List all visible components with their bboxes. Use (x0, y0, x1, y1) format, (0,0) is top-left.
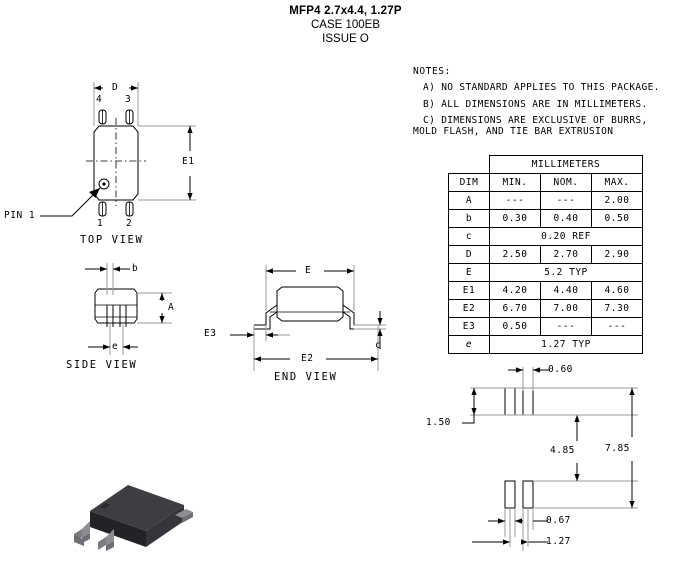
footprint-outer-span-label: 7.85 (605, 443, 630, 454)
side-view-dim-e-label: e (112, 341, 119, 352)
side-view-dim-a-label: A (168, 302, 175, 313)
table-cell-span: 5.2 TYP (489, 263, 643, 282)
table-cell-dim: E2 (448, 299, 490, 318)
table-cell-dim: E1 (448, 281, 490, 300)
table-col-dim: DIM (448, 173, 490, 192)
table-col-max: MAX. (591, 173, 643, 192)
table-cell-dim: c (448, 227, 490, 246)
table-cell-dim: b (448, 209, 490, 228)
table-cell-min: --- (489, 191, 541, 210)
side-view-dim-b-label: b (132, 263, 139, 274)
end-view-dim-e-label: E (305, 265, 312, 276)
case-number: CASE 100EB (310, 19, 381, 31)
table-cell-max: 7.30 (591, 299, 643, 318)
top-view-dim-e1-label: E1 (182, 156, 195, 167)
top-view-label: TOP VIEW (80, 234, 144, 246)
footprint-geometry (462, 367, 638, 551)
end-view-dim-c-label: c (375, 340, 382, 351)
pin-number-3: 3 (125, 94, 132, 105)
table-col-nom: NOM. (540, 173, 592, 192)
table-cell-dim: A (448, 191, 490, 210)
note-b: B) ALL DIMENSIONS ARE IN MILLIMETERS. (423, 98, 648, 110)
footprint-pitch-label: 1.27 (546, 536, 571, 547)
table-cell-dim: E (448, 263, 490, 282)
table-cell-nom: 0.40 (540, 209, 592, 228)
table-cell-min: 2.50 (489, 245, 541, 264)
table-cell-min: 0.50 (489, 317, 541, 336)
table-cell-span: 1.27 TYP (489, 335, 643, 354)
table-header-row-units: MILLIMETERS (449, 155, 643, 174)
top-view-geometry (40, 82, 196, 217)
pin-number-1: 1 (97, 218, 104, 229)
table-row: A------2.00 (448, 191, 643, 210)
note-c-line2: MOLD FLASH, AND TIE BAR EXTRUSION (413, 125, 614, 137)
end-view-drawing: E E2 E3 c END VIEW (200, 255, 400, 395)
note-a: A) NO STANDARD APPLIES TO THIS PACKAGE. (423, 82, 660, 93)
side-view-drawing: b A e SIDE VIEW (40, 255, 220, 380)
footprint-pad-width-label: 0.60 (548, 364, 573, 375)
end-view-geometry (230, 265, 386, 371)
title-block: MFP4 2.7x4.4, 1.27P CASE 100EB ISSUE O (0, 4, 691, 46)
table-cell-nom: 2.70 (540, 245, 592, 264)
top-view-dim-d-label: D (112, 82, 119, 93)
table-cell-nom: --- (540, 317, 592, 336)
table-cell-max: 2.00 (591, 191, 643, 210)
page-title: MFP4 2.7x4.4, 1.27P (289, 5, 402, 17)
table-cell-dim: D (448, 245, 490, 264)
pin-number-2: 2 (126, 218, 133, 229)
table-unit-header: MILLIMETERS (489, 155, 643, 174)
pin1-label: PIN 1 (4, 210, 36, 221)
package-3d-geometry (74, 485, 193, 551)
table-cell-min: 0.30 (489, 209, 541, 228)
table-col-min: MIN. (489, 173, 541, 192)
package-3d-render (60, 455, 200, 551)
table-cell-max: 0.50 (591, 209, 643, 228)
side-view-label: SIDE VIEW (66, 359, 138, 371)
table-cell-nom: 4.40 (540, 281, 592, 300)
top-view-drawing: D E1 PIN 1 4 3 1 2 TOP VIEW (0, 66, 200, 251)
end-view-dim-e2-label: E2 (301, 353, 314, 364)
end-view-label: END VIEW (274, 371, 338, 383)
notes-block: NOTES: A) NO STANDARD APPLIES TO THIS PA… (413, 66, 691, 137)
end-view-dim-e3-label: E3 (204, 328, 217, 339)
table-cell-min: 6.70 (489, 299, 541, 318)
table-cell-max: --- (591, 317, 643, 336)
table-cell-max: 4.60 (591, 281, 643, 300)
table-cell-min: 4.20 (489, 281, 541, 300)
footprint-pad-height-label: 1.50 (426, 417, 451, 428)
table-cell-dim: E3 (448, 317, 490, 336)
notes-heading: NOTES: (413, 66, 451, 77)
table-cell-dim: e (448, 335, 490, 354)
table-cell-nom: 7.00 (540, 299, 592, 318)
table-corner-cell (449, 156, 490, 174)
table-cell-max: 2.90 (591, 245, 643, 264)
issue-label: ISSUE O (322, 33, 369, 45)
footprint-pad-thickness-label: 0.67 (546, 515, 571, 526)
side-view-geometry (85, 263, 172, 355)
footprint-inner-span-label: 4.85 (550, 445, 575, 456)
table-cell-nom: --- (540, 191, 592, 210)
pin-number-4: 4 (96, 94, 103, 105)
footprint-drawing: 0.60 1.50 4.85 7.85 0.67 1.27 (410, 364, 691, 561)
table-cell-span: 0.20 REF (489, 227, 643, 246)
note-c-line1: C) DIMENSIONS ARE EXCLUSIVE OF BURRS, (423, 115, 648, 126)
